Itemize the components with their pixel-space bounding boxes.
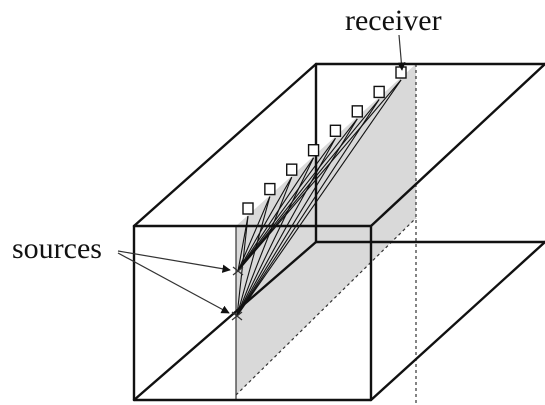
receiver-box — [264, 182, 276, 196]
ray-line — [237, 215, 249, 272]
shaded-plane — [236, 64, 416, 395]
duct-top-right-edge — [369, 62, 545, 228]
ray-line — [237, 157, 315, 272]
receiver-box — [329, 124, 342, 137]
source-marker-upper — [232, 266, 244, 276]
ray-paths — [236, 79, 402, 317]
duct-top-left-edge — [132, 62, 318, 228]
sources-arrow-lower — [117, 252, 230, 314]
plane-bottom-edge — [235, 217, 417, 396]
duct-bottom-left-edge — [132, 240, 318, 402]
receiver-arrow — [397, 34, 406, 71]
sources-arrow-upper — [117, 250, 231, 273]
receiver-box — [307, 144, 320, 157]
sources-label: sources — [12, 232, 102, 265]
ray-line — [237, 176, 293, 272]
receiver-box — [242, 202, 254, 215]
receiver-box — [395, 66, 407, 79]
source-marker-lower — [231, 311, 243, 321]
ray-line — [237, 118, 358, 272]
ray-line — [237, 137, 336, 272]
ray-line — [236, 99, 380, 317]
ray-line — [236, 176, 293, 317]
ray-line — [237, 79, 402, 272]
duct-bottom-right-edge — [369, 240, 545, 402]
receiver-box — [373, 85, 385, 99]
ray-line — [237, 99, 380, 272]
receiver-label: receiver — [345, 4, 442, 37]
receiver-box — [351, 105, 363, 118]
ray-line — [236, 79, 402, 317]
ray-line — [236, 196, 271, 317]
receiver-box — [286, 163, 298, 176]
ray-line — [236, 118, 358, 317]
ray-line — [236, 157, 315, 317]
ray-line — [237, 196, 271, 272]
